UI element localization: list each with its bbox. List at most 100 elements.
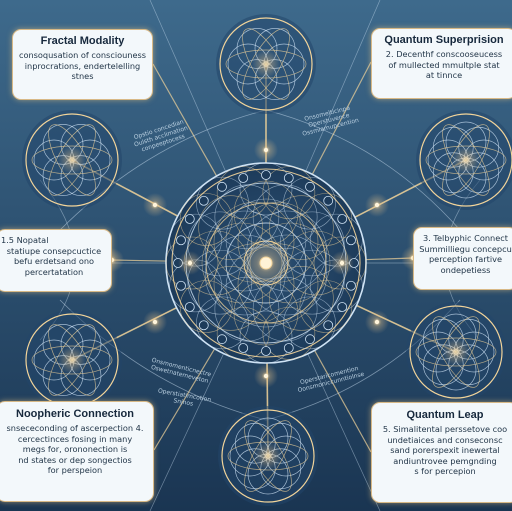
card-line: statiupe consepcuctice [6,245,102,256]
satellite-orb [218,406,318,506]
mandala-petal [165,236,219,290]
orb-center-glow [442,338,470,366]
card-body: 5. Simalitental perssetove coo undetiaic… [376,424,512,477]
mandala-petal [198,266,263,331]
orb-orbit [442,124,490,196]
card-line: megs for, orononection is [22,444,128,454]
orb-orbit [242,28,290,100]
orb-orbit [442,124,490,196]
mandala-petal [299,280,353,333]
mandala-petal [239,162,293,216]
card-line: perception fartive [428,254,503,264]
card-line: percertatation [24,266,84,277]
orb-petal [234,422,276,464]
glow-spark-core [187,260,193,266]
orb-petal [448,318,490,360]
card-line: consoqusation of consciouness [18,50,147,60]
card-line: nd states or dep songectios [18,454,132,465]
card-title: Noopheric Connection [16,408,134,420]
orb-petal [422,344,464,386]
mandala-petal [198,195,263,260]
orb-petal [260,422,302,464]
card-title: Fractal Modality [40,35,125,47]
mandala-petal [239,310,293,364]
mandala-bead [176,235,186,246]
glow-spark-core [263,373,269,379]
satellite-orb [22,310,122,410]
orb-center-glow [452,146,480,174]
mandala-petal [269,195,334,260]
card-body: 3. Telbyphic Connect Summilliegu concepc… [417,233,512,275]
mandala-bead [261,170,271,180]
orb-petal [432,152,474,194]
mandala-ring [171,168,361,358]
satellite-orb [22,110,122,210]
mandala-petal [313,236,367,290]
card-noospheric-connection: Noopheric Connection snsececonding of as… [0,401,154,502]
card-body: consoqusation of consciouness inprocrati… [17,50,148,82]
card-fractal-modality: Fractal Modality consoqusation of consci… [12,29,153,100]
card-line: 2. Decenthf conscooseucess [385,49,503,59]
orb-petal [458,152,500,194]
mandala-ring [225,222,307,304]
mandala-bead [238,343,249,353]
mandala-bead [346,280,356,291]
orb-center-glow [252,50,280,78]
card-line: at tinnce [425,70,463,80]
mandala-bead [305,181,315,192]
satellite-orb [216,14,316,114]
orb-center-glow [254,442,282,470]
mandala-petal [179,193,233,246]
mandala-petal [262,307,316,360]
card-line: ondepetiess [440,264,491,275]
mandala-bead [184,302,195,312]
mandala-bead [217,181,227,192]
orb-ring [219,17,313,111]
glow-spark-core [339,260,345,266]
orb-orbit [242,28,290,100]
mandala-bead [238,173,249,183]
card-line: undetiaices and conseconsc [387,434,503,445]
card-line: cercectinces fosing in many [17,433,133,444]
orb-petal [448,344,490,386]
card-line: s for percepion [414,466,476,476]
mandala-bead [305,334,315,345]
mandala-bead [283,173,294,183]
mandala-center-dot [259,256,273,270]
satellite-orb [406,302,506,402]
mandala-bead [323,195,334,206]
central-mandala [165,162,367,364]
orb-orbit [432,316,480,388]
mandala-bead [176,280,186,291]
orb-orbit [244,420,292,492]
glow-spark-core [152,202,158,208]
card-quantum-superposition: Quantum Superprision 2. Decenthf conscoo… [371,28,512,99]
card-body: 2. Decenthf conscooseucess of mullected … [376,49,512,81]
mandala-petal [196,296,249,350]
mandala-bead [198,320,209,331]
card-line: stnes [71,71,94,81]
card-line: inprocrations, endertelelling [24,60,141,71]
card-telepathic-connection: 3. Telbyphic Connect Summilliegu concepc… [413,227,512,290]
orb-petal [422,318,464,360]
card-line: for perspeion [47,465,103,475]
card-line: andiuntrovee pemgnding [393,455,497,466]
card-title: Quantum Leap [406,409,484,421]
card-line: sand porerspexit inewertal [390,445,500,455]
glow-spark-core [374,319,380,325]
card-line: befu erdetsand ono [13,256,95,266]
orb-ring [25,113,119,207]
orb-petal [260,448,302,490]
orb-orbit [432,316,480,388]
orb-ring [221,409,315,503]
mandala-bead [198,195,209,206]
mandala-ring [205,202,327,324]
mandala-bead [283,343,294,353]
glow-spark-core [152,319,158,325]
card-line: snsececonding of ascerpection 4. [6,423,144,433]
orb-center-glow [58,346,86,374]
mandala-bead [323,320,334,331]
card-line: 3. Telbyphic Connect [423,233,508,243]
glow-spark-core [374,202,380,208]
